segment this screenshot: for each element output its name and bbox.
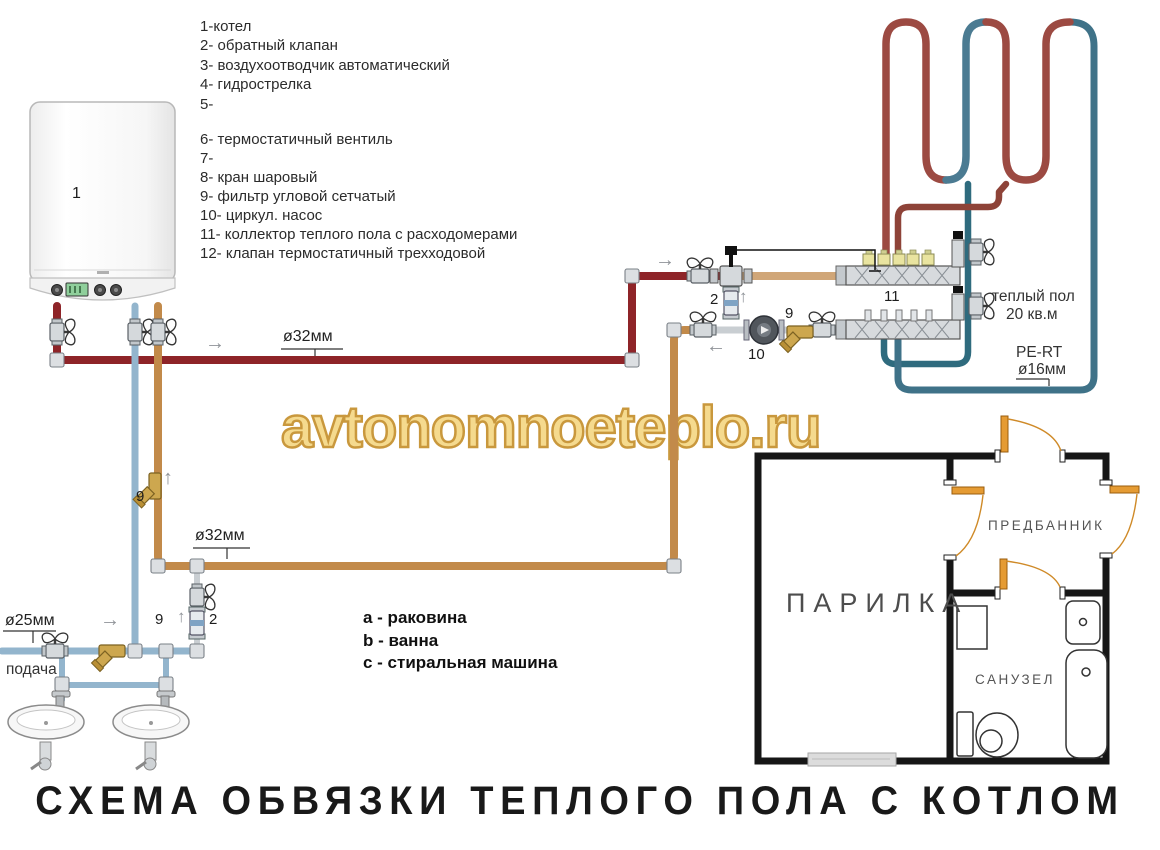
flow-arrow-icon: ↑	[163, 467, 173, 489]
label-warm-floor: теплый пол	[992, 288, 1075, 305]
air-vent-icon	[951, 231, 996, 268]
bathtub-icon	[1065, 649, 1108, 759]
label-filter-orange: 9	[136, 488, 145, 505]
legend-item: 10- циркул. насос	[200, 207, 323, 224]
label-dia32-supply: ø32мм	[283, 328, 333, 345]
boiler	[29, 101, 176, 301]
legend-item: 2- обратный клапан	[200, 37, 338, 54]
boiler-display	[65, 282, 89, 297]
page-title: СХЕМА ОБВЯЗКИ ТЕПЛОГО ПОЛА С КОТЛОМ	[35, 779, 1125, 823]
label-manifold: 11	[884, 288, 900, 305]
legend-item: 7-	[200, 150, 214, 167]
legend-item: 6- термостатичный вентиль	[200, 131, 393, 148]
label-dia25: ø25мм	[5, 612, 55, 629]
flow-arrow-icon: ↑	[177, 607, 186, 626]
label-pe-rt: PE-RT	[1016, 344, 1063, 361]
cold-water-pipe-blue	[0, 302, 201, 703]
legend-item: 5-	[200, 96, 214, 113]
check-valve-icons	[188, 286, 740, 640]
flow-arrow-icon: ←	[706, 335, 726, 357]
room-label-parilka: ПАРИЛКА	[786, 588, 969, 618]
drain-valve-icon	[951, 286, 996, 321]
label-boiler-number: 1	[72, 185, 81, 202]
label-filter: 9	[785, 305, 794, 322]
capillary-line	[737, 249, 881, 272]
wash-basins	[6, 689, 191, 772]
bench-icon	[807, 752, 897, 767]
pump-icon	[743, 315, 785, 345]
room-label-predbannik: ПРЕДБАННИК	[988, 518, 1105, 533]
strainer-filter-icons	[90, 325, 814, 673]
floor-plan	[754, 415, 1140, 767]
label-filter-makeup: 9	[155, 611, 164, 628]
dimension-lines	[3, 348, 1050, 643]
flow-arrow-icon: →	[655, 249, 675, 271]
fixture-legend-c: c - стиральная машина	[363, 653, 558, 672]
label-dia32-return: ø32мм	[195, 527, 245, 544]
flow-meter-icons	[862, 249, 935, 266]
flow-arrow-icon: ↑	[739, 287, 748, 306]
flow-arrow-icon: →	[100, 609, 120, 631]
legend-item: 3- воздухоотводчик автоматический	[200, 57, 450, 74]
label-check-valve: 2	[710, 291, 719, 308]
label-dia16: ø16мм	[1018, 361, 1067, 378]
floor-manifold	[835, 231, 996, 340]
toilet-icon	[956, 711, 1019, 758]
label-check-makeup: 2	[209, 611, 218, 628]
room-label-sanuzel: САНУЗЕЛ	[975, 672, 1056, 687]
washing-machine-icon	[956, 605, 988, 650]
flow-arrow-icon: →	[205, 332, 225, 354]
label-pump: 10	[748, 346, 765, 363]
legend-item: 1-котел	[200, 18, 252, 35]
label-supply-word: подача	[6, 661, 57, 678]
fixture-legend-b: b - ванна	[363, 631, 439, 650]
legend-item: 11- коллектор теплого пола с расходомера…	[200, 226, 518, 243]
basin-icon	[6, 689, 86, 772]
basin-icon	[111, 689, 191, 772]
legend-item: 8- кран шаровый	[200, 169, 318, 186]
legend-item: 9- фильтр угловой сетчатый	[200, 188, 396, 205]
door-icons	[951, 415, 1140, 590]
legend-item: 12- клапан термостатичный трехходовой	[200, 245, 486, 262]
legend-item: 4- гидрострелка	[200, 76, 312, 93]
label-warm-floor-area: 20 кв.м	[1006, 306, 1058, 323]
watermark-text: avtonomnoeteplo.ru	[280, 394, 823, 462]
floor-heating-coil	[880, 18, 1098, 394]
fixture-legend-a: a - раковина	[363, 608, 467, 627]
